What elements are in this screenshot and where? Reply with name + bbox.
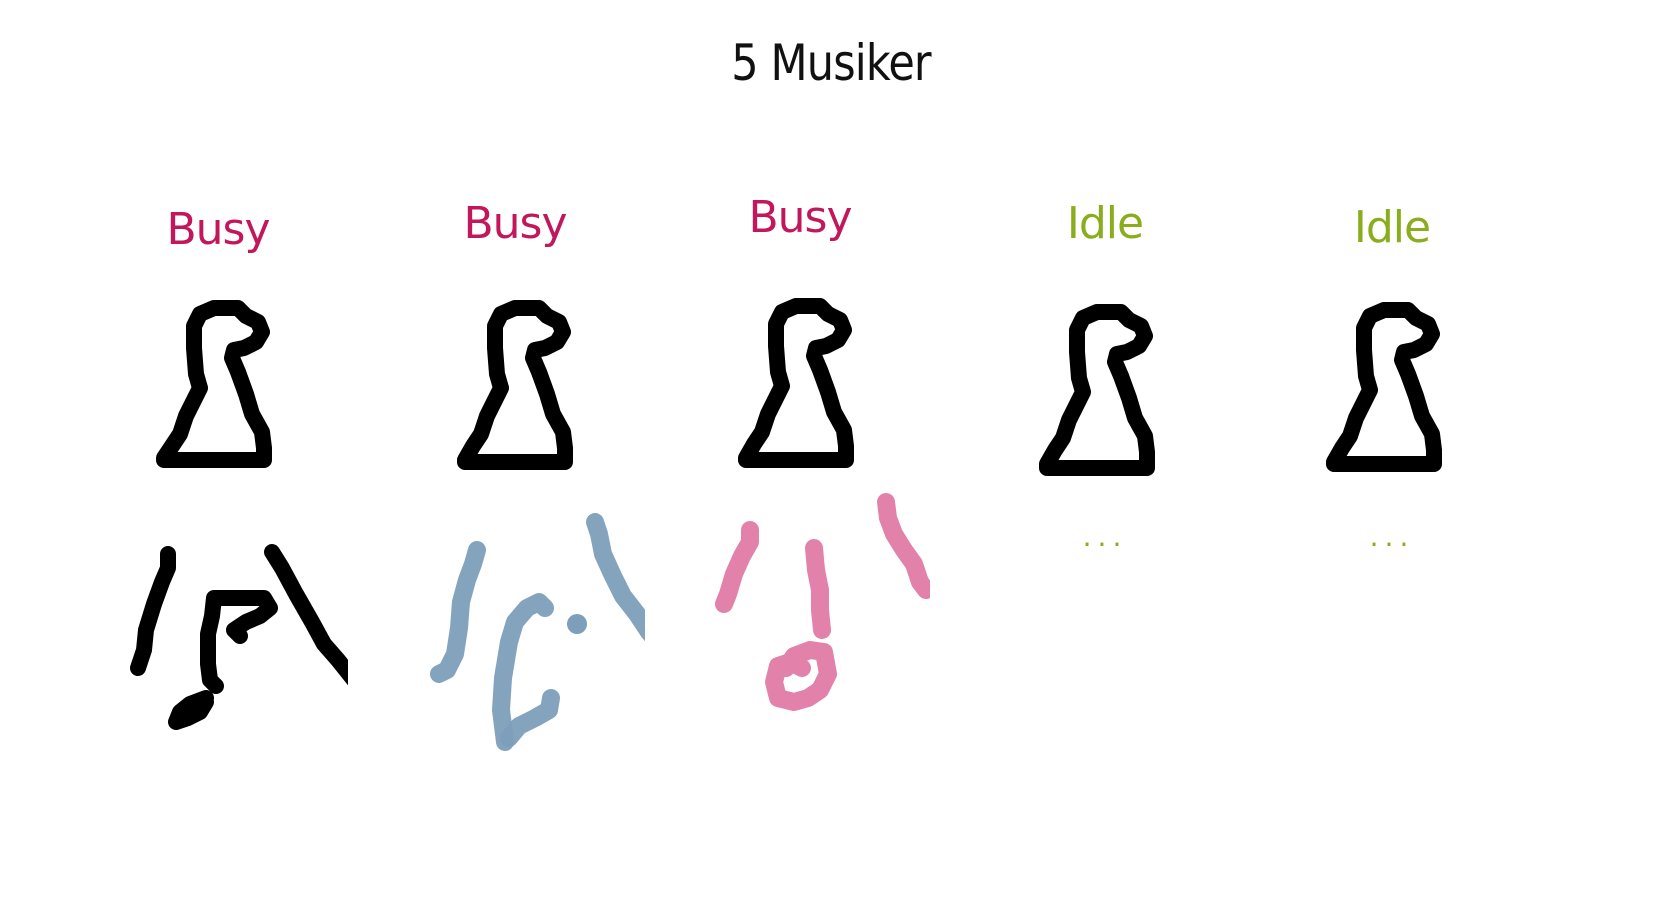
status-label: Busy xyxy=(748,192,852,243)
pink-scribble-icon xyxy=(715,493,930,711)
status-label: Busy xyxy=(463,198,567,249)
idle-indicator: ... xyxy=(1082,520,1128,553)
musician-2: Busy xyxy=(385,0,645,902)
musician-4: Idle ... xyxy=(975,0,1235,902)
musician-pawn-icon xyxy=(457,300,573,470)
black-scribble-icon xyxy=(130,544,348,730)
musician-5: Idle ... xyxy=(1262,0,1522,902)
musician-pawn-icon xyxy=(738,298,854,468)
musician-pawn-icon xyxy=(156,300,272,468)
musician-1: Busy xyxy=(88,0,348,902)
page-title: 5 Musiker xyxy=(731,34,931,92)
musician-pawn-icon xyxy=(1326,302,1442,472)
status-label: Idle xyxy=(1066,198,1144,249)
musician-pawn-icon xyxy=(1039,304,1155,476)
status-label: Busy xyxy=(166,204,270,255)
blue-scribble-icon xyxy=(430,513,645,751)
musician-3: Busy xyxy=(670,0,930,902)
idle-indicator: ... xyxy=(1369,520,1415,553)
status-label: Idle xyxy=(1353,202,1431,253)
